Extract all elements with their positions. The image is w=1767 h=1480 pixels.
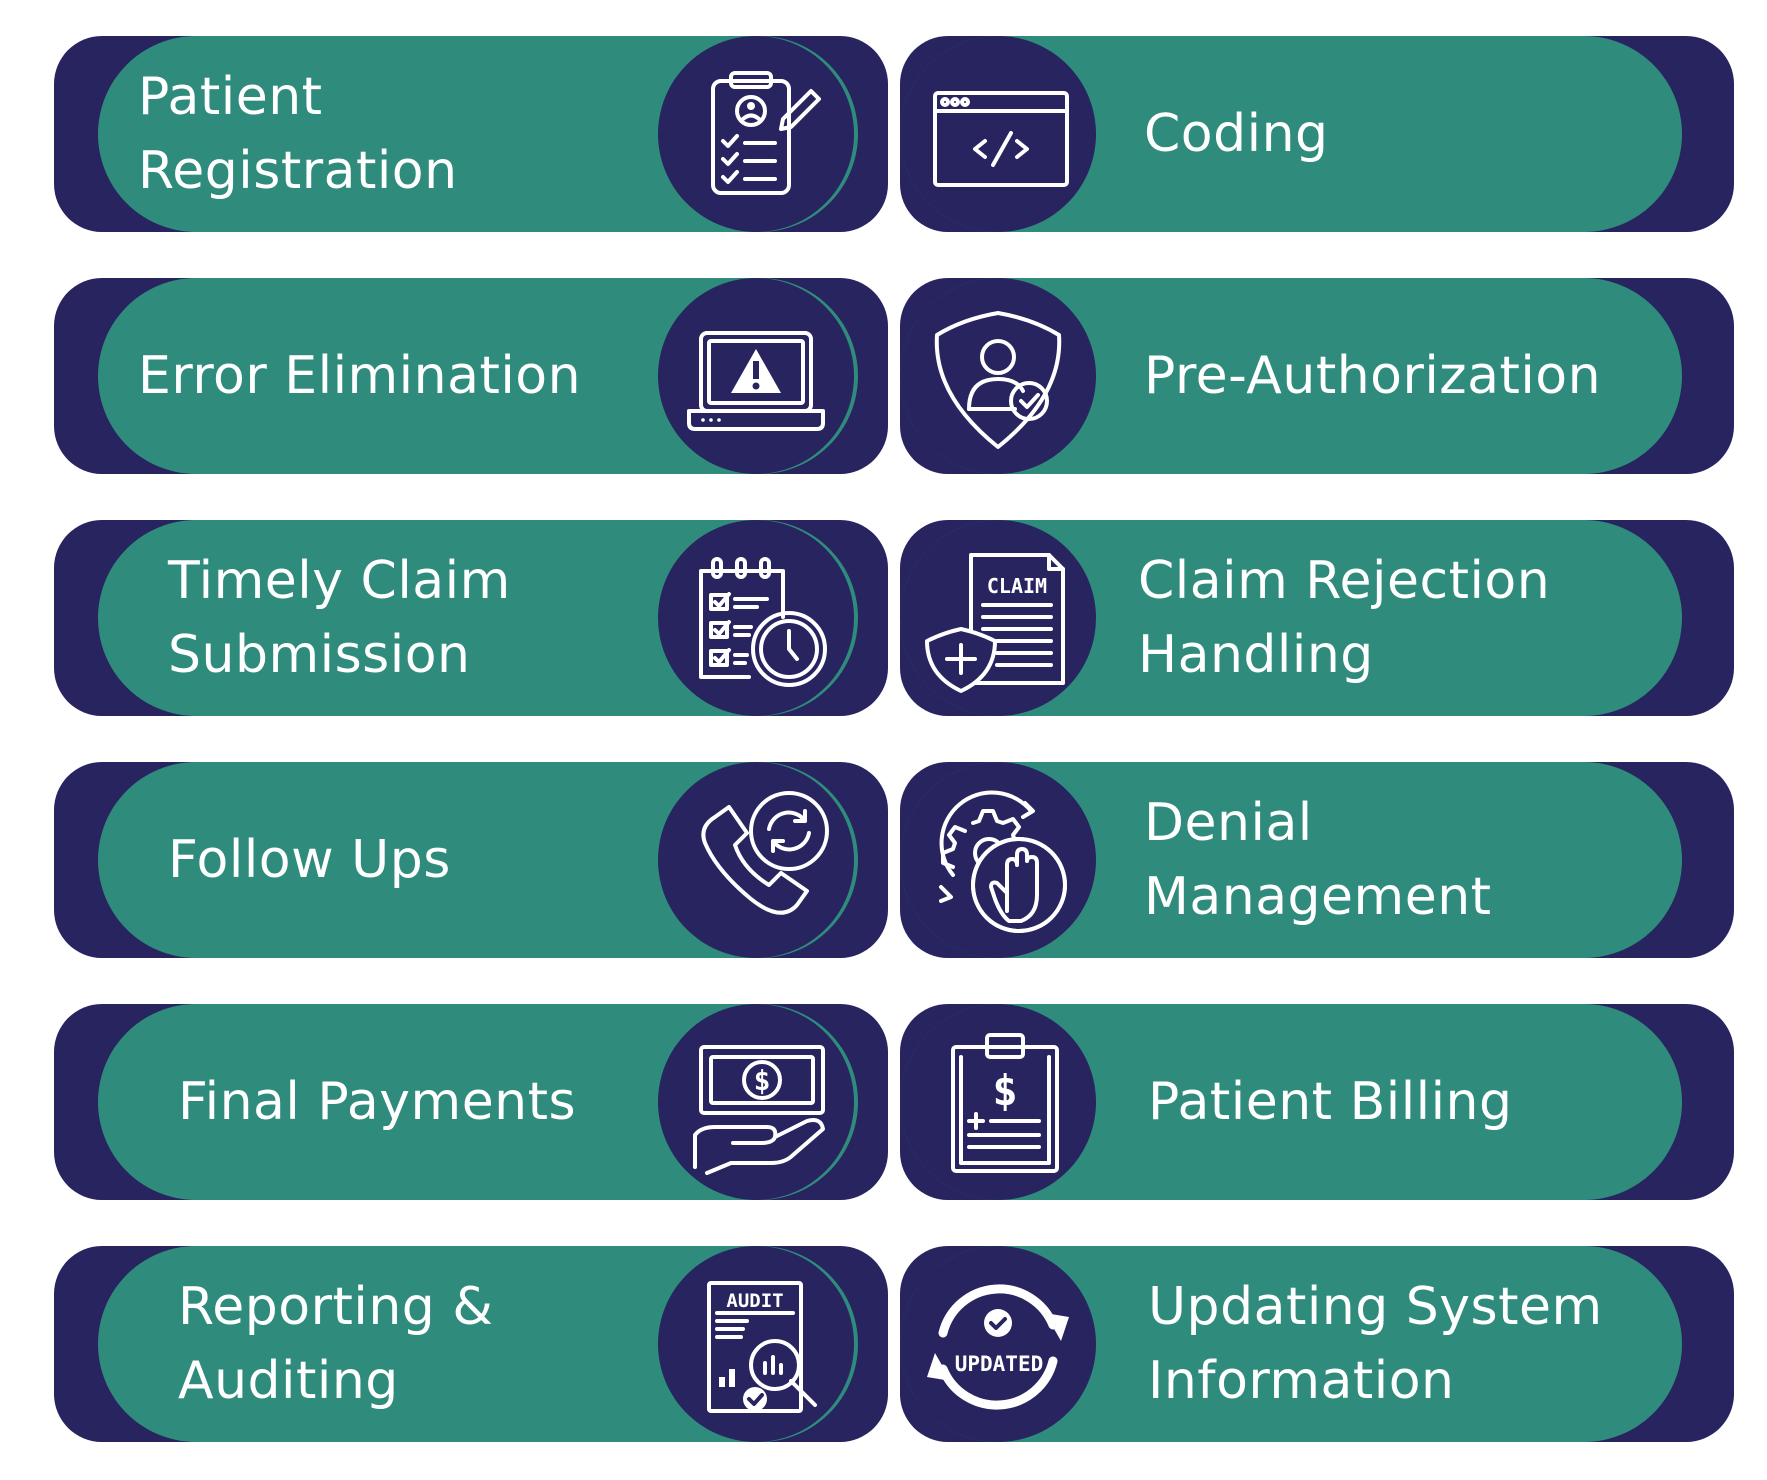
card-patient-registration: Patient Registration: [54, 36, 888, 232]
label-denial-management: Denial Management: [1144, 793, 1492, 927]
card-updating-system-information: UPDATED Updating System Information: [900, 1246, 1734, 1442]
updated-cycle-icon: UPDATED: [900, 1246, 1096, 1442]
label-patient-registration: Patient Registration: [138, 67, 458, 201]
registration-clipboard-icon: [658, 36, 854, 232]
svg-text:$: $: [992, 1066, 1017, 1115]
card-timely-claim-submission: Timely Claim Submission: [54, 520, 888, 716]
card-error-elimination: Error Elimination: [54, 278, 888, 474]
label-updating-system-information: Updating System Information: [1148, 1277, 1603, 1411]
label-error-elimination: Error Elimination: [138, 346, 582, 406]
card-claim-rejection-handling: CLAIM Claim Rejection Handling: [900, 520, 1734, 716]
svg-text:$: $: [754, 1064, 771, 1097]
label-timely-claim-submission: Timely Claim Submission: [168, 551, 511, 685]
label-final-payments: Final Payments: [178, 1072, 577, 1132]
code-window-icon: [900, 36, 1096, 232]
label-follow-ups: Follow Ups: [168, 830, 451, 890]
label-reporting-auditing: Reporting & Auditing: [178, 1277, 494, 1411]
calendar-clock-icon: [658, 520, 854, 716]
phone-refresh-icon: [658, 762, 854, 958]
label-claim-rejection-handling: Claim Rejection Handling: [1138, 551, 1551, 685]
gear-hand-stop-icon: [900, 762, 1096, 958]
claim-document-shield-icon: CLAIM: [900, 520, 1096, 716]
card-coding: Coding: [900, 36, 1734, 232]
card-follow-ups: Follow Ups: [54, 762, 888, 958]
card-pre-authorization: Pre-Authorization: [900, 278, 1734, 474]
shield-user-check-icon: [900, 278, 1096, 474]
billing-clipboard-icon: $: [900, 1004, 1096, 1200]
updated-icon-text: UPDATED: [955, 1352, 1044, 1376]
laptop-warning-icon: [658, 278, 854, 474]
audit-report-icon: AUDIT: [658, 1246, 854, 1442]
card-denial-management: Denial Management: [900, 762, 1734, 958]
label-coding: Coding: [1144, 104, 1329, 164]
hand-money-icon: $: [658, 1004, 854, 1200]
label-pre-authorization: Pre-Authorization: [1144, 346, 1602, 406]
card-final-payments: $ Final Payments: [54, 1004, 888, 1200]
audit-icon-text: AUDIT: [726, 1290, 783, 1312]
label-patient-billing: Patient Billing: [1148, 1072, 1513, 1132]
card-reporting-auditing: AUDIT Reporting & Auditing: [54, 1246, 888, 1442]
card-patient-billing: $ Patient Billing: [900, 1004, 1734, 1200]
claim-icon-text: CLAIM: [987, 574, 1047, 598]
